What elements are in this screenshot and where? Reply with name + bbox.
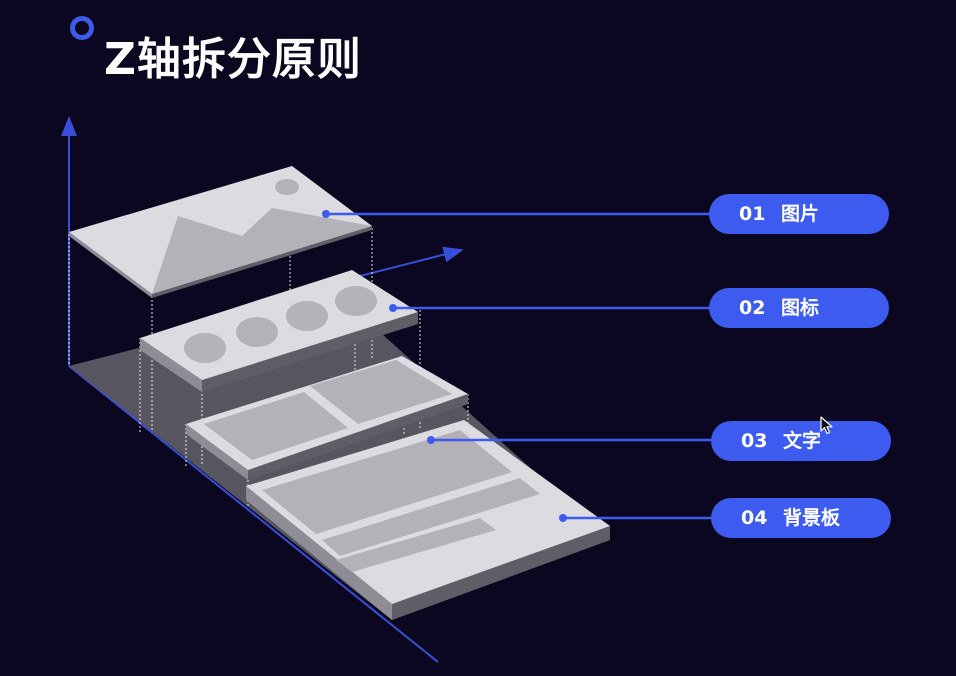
page-title: Z轴拆分原则: [104, 34, 362, 85]
x-axis: [68, 365, 439, 663]
layer-label: 图标: [781, 297, 820, 319]
layer-number: 03: [741, 430, 768, 452]
mouse-cursor-icon: [820, 416, 833, 435]
layer-text: [186, 356, 468, 480]
layer-image: [69, 166, 372, 298]
ring-icon: [70, 16, 94, 40]
layer-background-board: [246, 420, 610, 620]
layer-number: 02: [739, 297, 766, 319]
layer-label: 图片: [781, 203, 820, 225]
layer-label: 文字: [783, 430, 822, 452]
y-axis: [359, 246, 464, 277]
layer-icons: [140, 270, 418, 392]
layer-label-text: 03 文字: [711, 421, 891, 461]
layer-label-icons: 02 图标: [709, 288, 889, 328]
layer-number: 04: [741, 507, 768, 529]
connector-lines: [322, 210, 712, 522]
layer-label: 背景板: [783, 507, 841, 529]
layer-label-image: 01 图片: [709, 194, 889, 234]
layer-number: 01: [739, 203, 766, 225]
layer-label-background-board: 04 背景板: [711, 498, 891, 538]
